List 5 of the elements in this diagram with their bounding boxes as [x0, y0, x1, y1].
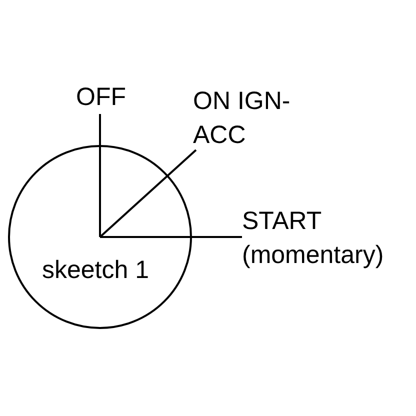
dial-circle [8, 145, 192, 329]
position-label: OFF [76, 82, 127, 113]
position-label: ON IGN-ACC [193, 86, 292, 151]
position-label: START (momentary) [242, 206, 385, 271]
dial-label: skeetch 1 [42, 255, 150, 286]
